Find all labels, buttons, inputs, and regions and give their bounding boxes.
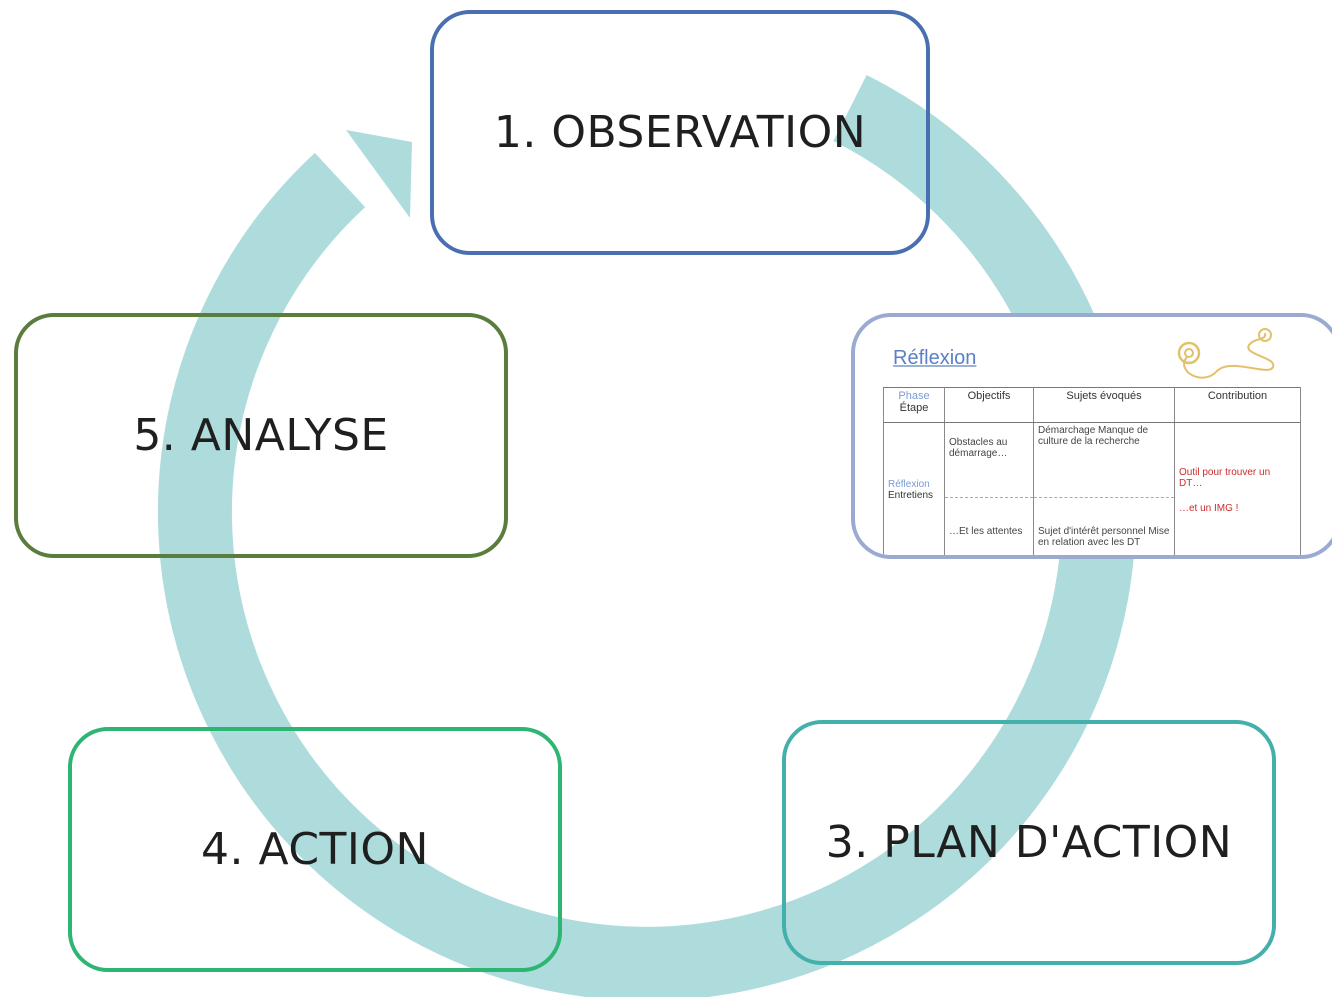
reflexion-table: Phase Étape Objectifs Sujets évoqués Con…	[883, 387, 1301, 555]
cell-sujets-2: Sujet d'intérêt personnel Mise en relati…	[1033, 497, 1175, 555]
header-phase: Phase Étape	[883, 387, 945, 423]
table-row: Réflexion Entretiens Obstacles au démarr…	[883, 422, 1301, 555]
cell-phase: Réflexion Entretiens	[883, 422, 945, 555]
contribution-line-2: …et un IMG !	[1179, 502, 1239, 514]
contribution-line-1: Outil pour trouver un DT…	[1179, 466, 1271, 489]
cell-objectifs-2: …Et les attentes	[944, 497, 1034, 555]
step-action-label: 4. ACTION	[201, 824, 429, 875]
reflexion-card: Réflexion Phase Étape Objectifs Sujets é…	[851, 313, 1332, 559]
header-objectifs: Objectifs	[944, 387, 1034, 423]
step-action-box: 4. ACTION	[68, 727, 562, 972]
header-contribution: Contribution	[1174, 387, 1301, 423]
cell-contribution: Outil pour trouver un DT… …et un IMG !	[1174, 422, 1301, 555]
table-header-row: Phase Étape Objectifs Sujets évoqués Con…	[883, 387, 1301, 423]
header-sujets: Sujets évoqués	[1033, 387, 1175, 423]
map-pin-path-icon	[1177, 328, 1275, 379]
step-observation-label: 1. OBSERVATION	[493, 107, 867, 158]
cell-phase-top: Réflexion	[888, 479, 930, 490]
reflexion-title: Réflexion	[893, 347, 977, 369]
cycle-arrowhead	[346, 130, 412, 218]
cell-phase-sub: Entretiens	[888, 490, 934, 501]
step-analyse-box: 5. ANALYSE	[14, 313, 508, 558]
step-analyse-label: 5. ANALYSE	[133, 410, 389, 461]
table-row: …Et les attentes Sujet d'intérêt personn…	[884, 497, 1301, 555]
cell-objectifs-1: Obstacles au démarrage…	[944, 422, 1034, 498]
cell-sujets-1: Démarchage Manque de culture de la reche…	[1033, 422, 1175, 498]
header-phase-top: Phase	[898, 390, 930, 402]
header-phase-sub: Étape	[899, 402, 929, 414]
step-plan-label: 3. PLAN D'ACTION	[825, 817, 1233, 868]
step-observation-box: 1. OBSERVATION	[430, 10, 930, 255]
step-plan-box: 3. PLAN D'ACTION	[782, 720, 1276, 965]
